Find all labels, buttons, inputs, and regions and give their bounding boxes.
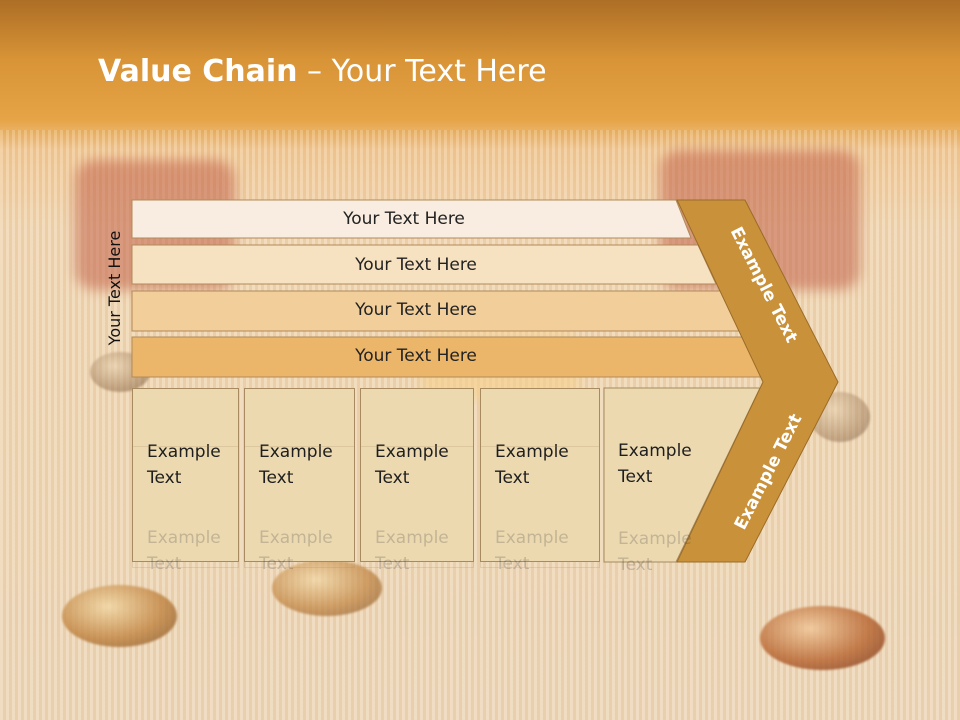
bar-label: Your Text Here <box>355 300 477 320</box>
stone-decoration <box>62 585 177 647</box>
bar-label: Your Text Here <box>355 346 477 366</box>
bar-label-row: Your Text Here <box>132 246 700 284</box>
activity-box[interactable]: Example Text <box>604 388 692 562</box>
bar-label-row: Your Text Here <box>132 291 700 329</box>
bar-shape[interactable] <box>131 199 692 239</box>
activity-box[interactable]: Example Text <box>360 388 474 562</box>
title-bold: Value Chain <box>98 54 298 89</box>
activity-box[interactable]: Example Text <box>132 388 239 562</box>
bar-label: Your Text Here <box>355 255 477 275</box>
slide-title[interactable]: Value Chain – Your Text Here <box>98 54 547 89</box>
bar-label-row: Your Text Here <box>132 337 700 375</box>
activity-box-label: Example Text <box>147 442 221 488</box>
chevron-arrow[interactable] <box>676 199 839 563</box>
bar-label: Your Text Here <box>343 209 465 229</box>
stone-decoration <box>760 606 885 670</box>
bar-shape[interactable] <box>131 244 717 285</box>
title-rest: – Your Text Here <box>297 54 547 89</box>
last-box-shape[interactable] <box>603 387 761 563</box>
activity-box[interactable]: Example Text <box>480 388 600 562</box>
bar-label-row: Your Text Here <box>132 200 676 238</box>
activity-box-label: Example Text <box>259 442 333 488</box>
activity-box-label: Example Text <box>618 441 692 487</box>
activity-box-label: Example Text <box>375 442 449 488</box>
activity-box[interactable]: Example Text <box>244 388 355 562</box>
activity-box-label: Example Text <box>495 442 569 488</box>
stone-decoration <box>272 560 382 616</box>
